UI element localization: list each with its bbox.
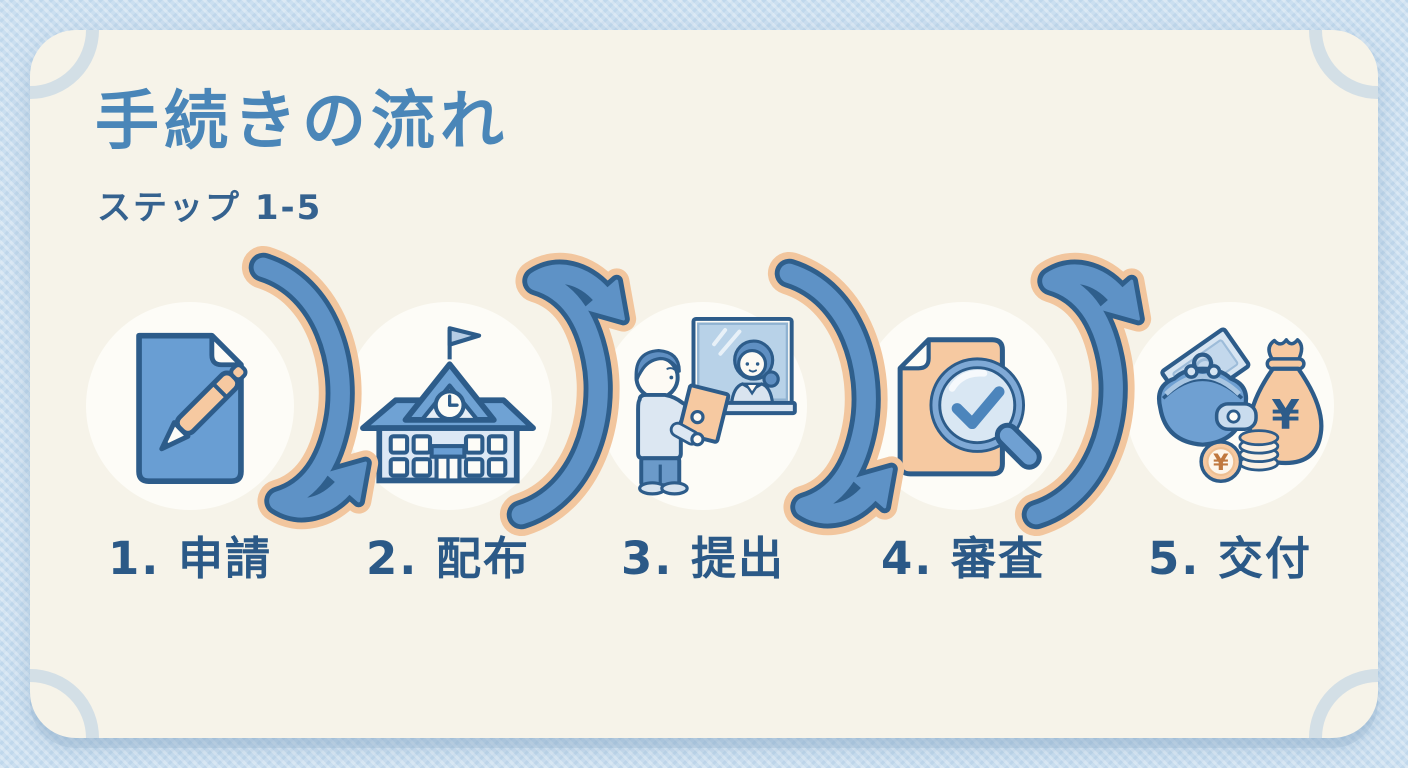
arrow-step3-to-step4 [754,250,920,542]
step-label: 3. 提出 [620,532,786,585]
coin-stack [1238,429,1280,472]
submission-counter-icon [634,316,797,496]
arrow-step2-to-step3 [486,246,652,538]
step-circle: ¥ ¥ [1126,302,1334,510]
svg-text:¥: ¥ [1213,450,1229,476]
svg-text:¥: ¥ [1271,391,1299,439]
step-circle [599,302,807,510]
step-circle [344,302,552,510]
corner-arc-decoration [1309,669,1378,738]
corner-arc-decoration [30,30,99,99]
grant-wallet-money-icon: ¥ ¥ [1156,327,1324,484]
step-distribution: 2. 配布 [344,302,552,587]
page-subtitle: ステップ 1-5 [97,188,323,228]
application-document-pen-icon [136,332,248,485]
arrow-step4-to-step5 [1001,246,1167,538]
corner-arc-decoration [1309,30,1378,99]
arrow-step1-to-step2 [228,244,394,536]
procedure-flow-card: 手続きの流れ ステップ 1-5 1. 申請 [30,30,1378,738]
school-building-icon [360,326,536,484]
step-submission: 3. 提出 [599,302,807,587]
step-label: 2. 配布 [365,532,531,585]
step-circle [86,302,294,510]
step-label: 1. 申請 [107,532,273,585]
page-title: 手続きの流れ [95,85,509,159]
corner-arc-decoration [30,669,99,738]
review-magnifier-check-icon [897,337,1042,477]
step-grant: ¥ ¥ 5. 交付 [1126,302,1334,587]
step-application: 1. 申請 [86,302,294,587]
step-label: 5. 交付 [1147,532,1313,585]
step-label: 4. 審査 [880,532,1046,585]
